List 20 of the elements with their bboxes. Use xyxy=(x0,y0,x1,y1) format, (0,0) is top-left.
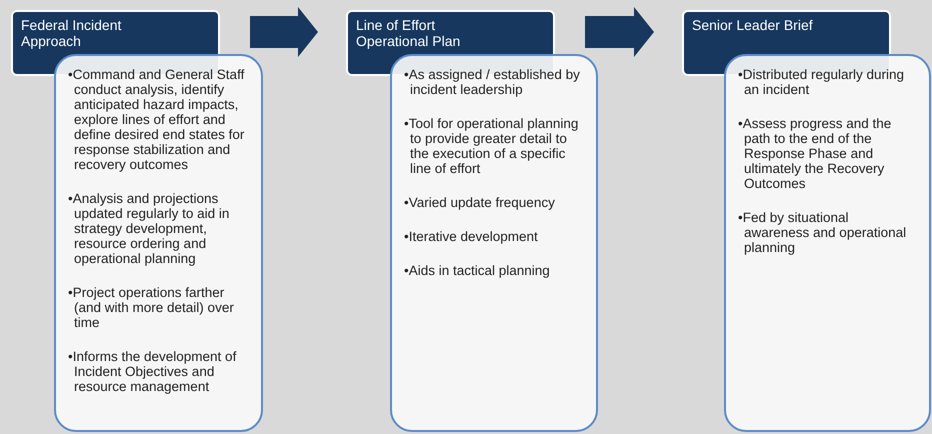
bullet-point: •As assigned / established by incident leadership xyxy=(404,67,581,97)
bullet-point: •Analysis and projections updated regularly to aid in strategy development, resource ordering and operational planning xyxy=(68,191,230,266)
bullet-point: •Iterative development xyxy=(404,229,539,244)
details-card xyxy=(724,54,931,432)
bullet-point: •Tool for operational planning to provide greater detail to the execution of a specific line of effort xyxy=(404,116,580,176)
bullet-point: •Aids in tactical planning xyxy=(404,263,551,278)
block-arrow xyxy=(250,7,318,57)
header-title: Senior Leader Brief xyxy=(692,17,813,33)
details-card xyxy=(54,54,263,432)
bullet-point: •Informs the development of Incident Objectives and resource management xyxy=(68,349,238,394)
details-card xyxy=(390,54,598,432)
bullet-point: •Fed by situational awareness and operational planning xyxy=(738,210,908,255)
bullet-point: •Command and General Staff conduct analysis, identify anticipated hazard impacts, explore lines of effort and define desired end states for response stabilization and recovery outcomes xyxy=(68,67,246,172)
block-arrow xyxy=(585,7,654,57)
bullet-point: •Project operations farther (and with more detail) over time xyxy=(68,285,235,330)
bullet-point: •Distributed regularly during an incident xyxy=(738,67,906,97)
header-title: Federal Incident Approach xyxy=(21,17,122,49)
bullet-point: •Assess progress and the path to the end of the Response Phase and ultimately the Recovery Outcomes xyxy=(738,116,892,191)
header-title: Line of Effort Operational Plan xyxy=(356,17,460,49)
bullet-point: •Varied update frequency xyxy=(404,195,556,210)
